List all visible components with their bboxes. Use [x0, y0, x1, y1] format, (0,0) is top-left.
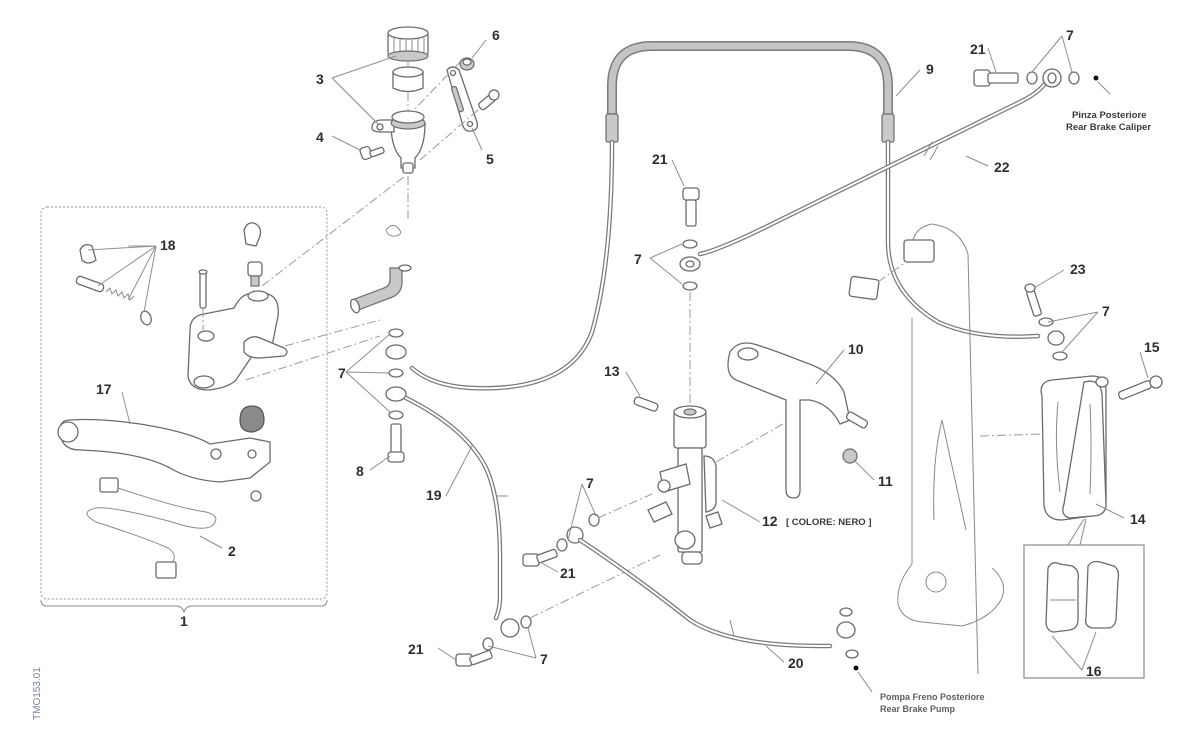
callout-7-center: 7 [634, 251, 642, 267]
callout-10: 10 [848, 341, 864, 357]
callout-16: 16 [1086, 663, 1102, 679]
reservoir-assembly [359, 26, 500, 220]
front-master-cylinder [187, 222, 288, 391]
callout-7-left: 7 [338, 365, 346, 381]
callout-12: 12 [762, 513, 778, 529]
color-note: [ COLORE: NERO ] [786, 517, 872, 528]
callout-labels: 1 2 3 4 5 6 7 7 7 7 7 7 8 9 10 11 12 13 … [96, 27, 1160, 679]
rear-master-cylinder [633, 396, 723, 565]
callout-17: 17 [96, 381, 112, 397]
leader-lines [87, 35, 1149, 671]
callout-7-pump: 7 [586, 475, 594, 491]
callout-9: 9 [926, 61, 934, 77]
callout-1: 1 [180, 613, 188, 629]
callout-2: 2 [228, 543, 236, 559]
reservoir-bracket [446, 66, 479, 132]
callout-11: 11 [878, 473, 893, 489]
rear-pump-label-en: Rear Brake Pump [880, 704, 956, 714]
rear-caliper-hose-22 [697, 79, 1049, 257]
callout-7-bottom: 7 [540, 651, 548, 667]
callout-19: 19 [426, 487, 442, 503]
reservoir-diaphragm [392, 66, 424, 93]
rear-caliper-label-en: Rear Brake Caliper [1066, 122, 1151, 133]
callout-6: 6 [492, 27, 500, 43]
bracket-nut [459, 57, 475, 71]
callout-21-bottom: 21 [408, 641, 424, 657]
rear-pump-bracket [727, 342, 869, 499]
brake-lever [57, 405, 271, 502]
callout-14: 14 [1130, 511, 1146, 527]
callout-18: 18 [160, 237, 176, 253]
left-banjo-stack [385, 328, 520, 638]
front-brake-hose-9 [409, 41, 1041, 391]
lower-banjo-stacks [455, 493, 873, 693]
annotation-notes: [ COLORE: NERO ] Pinza Posteriore Rear B… [32, 110, 1151, 720]
drawing-code: TMO153.01 [32, 667, 43, 720]
rear-pump-label-it: Pompa Freno Posteriore [880, 692, 985, 702]
fork-leg-outline [848, 223, 1005, 675]
brake-pads-box [1023, 518, 1145, 679]
callout-23: 23 [1070, 261, 1086, 277]
group-1-brace [40, 599, 328, 614]
bracket-screw [478, 89, 500, 111]
callout-13: 13 [604, 363, 620, 379]
callout-21-center: 21 [652, 151, 668, 167]
group-1-master-cylinder-assembly [40, 206, 328, 614]
callout-21-pump: 21 [560, 565, 576, 581]
callout-3: 3 [316, 71, 324, 87]
callout-15: 15 [1144, 339, 1160, 355]
reservoir-cap [387, 26, 429, 62]
reservoir-screw [359, 145, 385, 161]
callout-7-caliper-top: 7 [1066, 27, 1074, 43]
rear-caliper-label-it: Pinza Posteriore [1072, 110, 1146, 121]
callout-21-caliper-top: 21 [970, 41, 986, 57]
rear-caliper-fitting [973, 68, 1111, 95]
callout-5: 5 [486, 151, 494, 167]
reservoir-feed-hose [349, 224, 412, 314]
reservoir-body [371, 110, 426, 174]
callout-20: 20 [788, 655, 804, 671]
repair-kit-parts [75, 244, 152, 326]
center-banjo-stack [679, 187, 701, 408]
callout-22: 22 [994, 159, 1010, 175]
brake-pads-frame [1023, 544, 1145, 679]
callout-4: 4 [316, 129, 324, 145]
brake-light-switch-cable [86, 477, 217, 579]
brake-caliper [1024, 283, 1163, 521]
callout-7-caliper-side: 7 [1102, 303, 1110, 319]
callout-8: 8 [356, 463, 364, 479]
group-1-dotted-frame [40, 206, 328, 600]
